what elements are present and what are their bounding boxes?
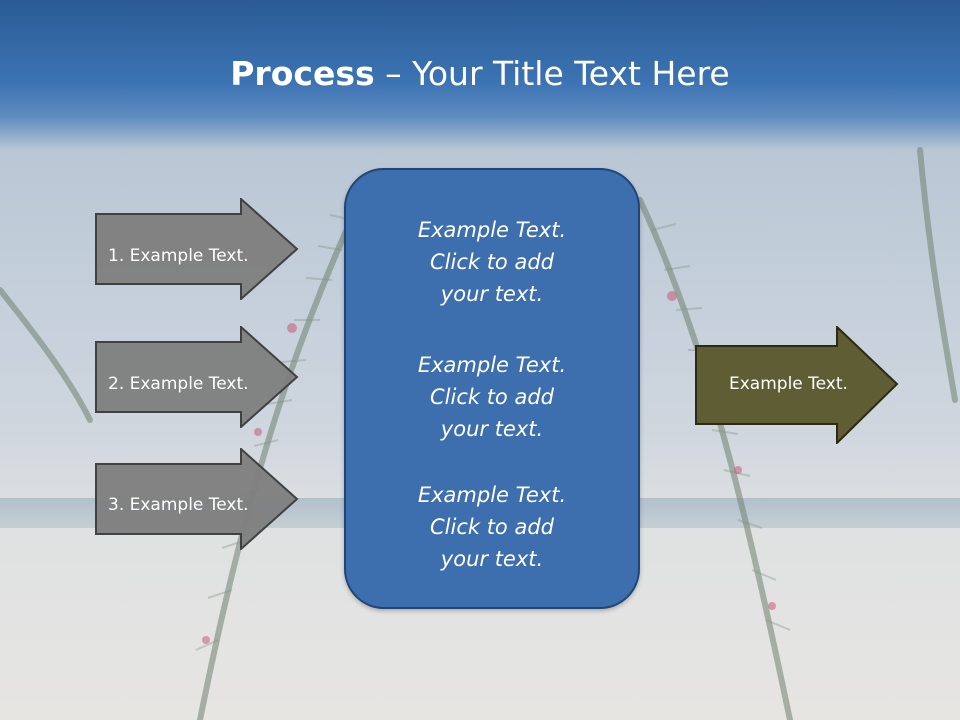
panel-text-line: Example Text. — [417, 353, 567, 377]
input-arrow-3-label: 3. Example Text. — [108, 495, 249, 515]
panel-text-line: your text. — [440, 547, 544, 571]
title-bar — [0, 0, 960, 150]
panel-text-line: your text. — [440, 417, 544, 441]
output-arrow-label: Example Text. — [729, 374, 848, 394]
title-rest: – Your Title Text Here — [374, 54, 730, 93]
process-panel[interactable]: Example Text. Click to add your text. Ex… — [344, 168, 640, 609]
panel-text-line: your text. — [440, 282, 544, 306]
panel-text-block-1[interactable]: Example Text. Click to add your text. — [346, 214, 638, 310]
panel-text-line: Click to add — [429, 385, 554, 409]
panel-text-line: Click to add — [429, 515, 554, 539]
slide-title[interactable]: Process – Your Title Text Here — [0, 52, 960, 96]
input-arrow-1-label: 1. Example Text. — [108, 246, 249, 266]
panel-text-block-2[interactable]: Example Text. Click to add your text. — [346, 349, 638, 445]
input-arrow-2[interactable] — [95, 326, 299, 428]
input-arrow-2-label: 2. Example Text. — [108, 374, 249, 394]
title-bold: Process — [230, 54, 375, 93]
panel-text-line: Click to add — [429, 250, 554, 274]
panel-text-block-3[interactable]: Example Text. Click to add your text. — [346, 479, 638, 575]
input-arrow-3[interactable] — [95, 448, 299, 550]
output-arrow[interactable] — [695, 326, 899, 444]
input-arrow-1[interactable] — [95, 198, 299, 300]
panel-text-line: Example Text. — [417, 218, 567, 242]
panel-text-line: Example Text. — [417, 483, 567, 507]
